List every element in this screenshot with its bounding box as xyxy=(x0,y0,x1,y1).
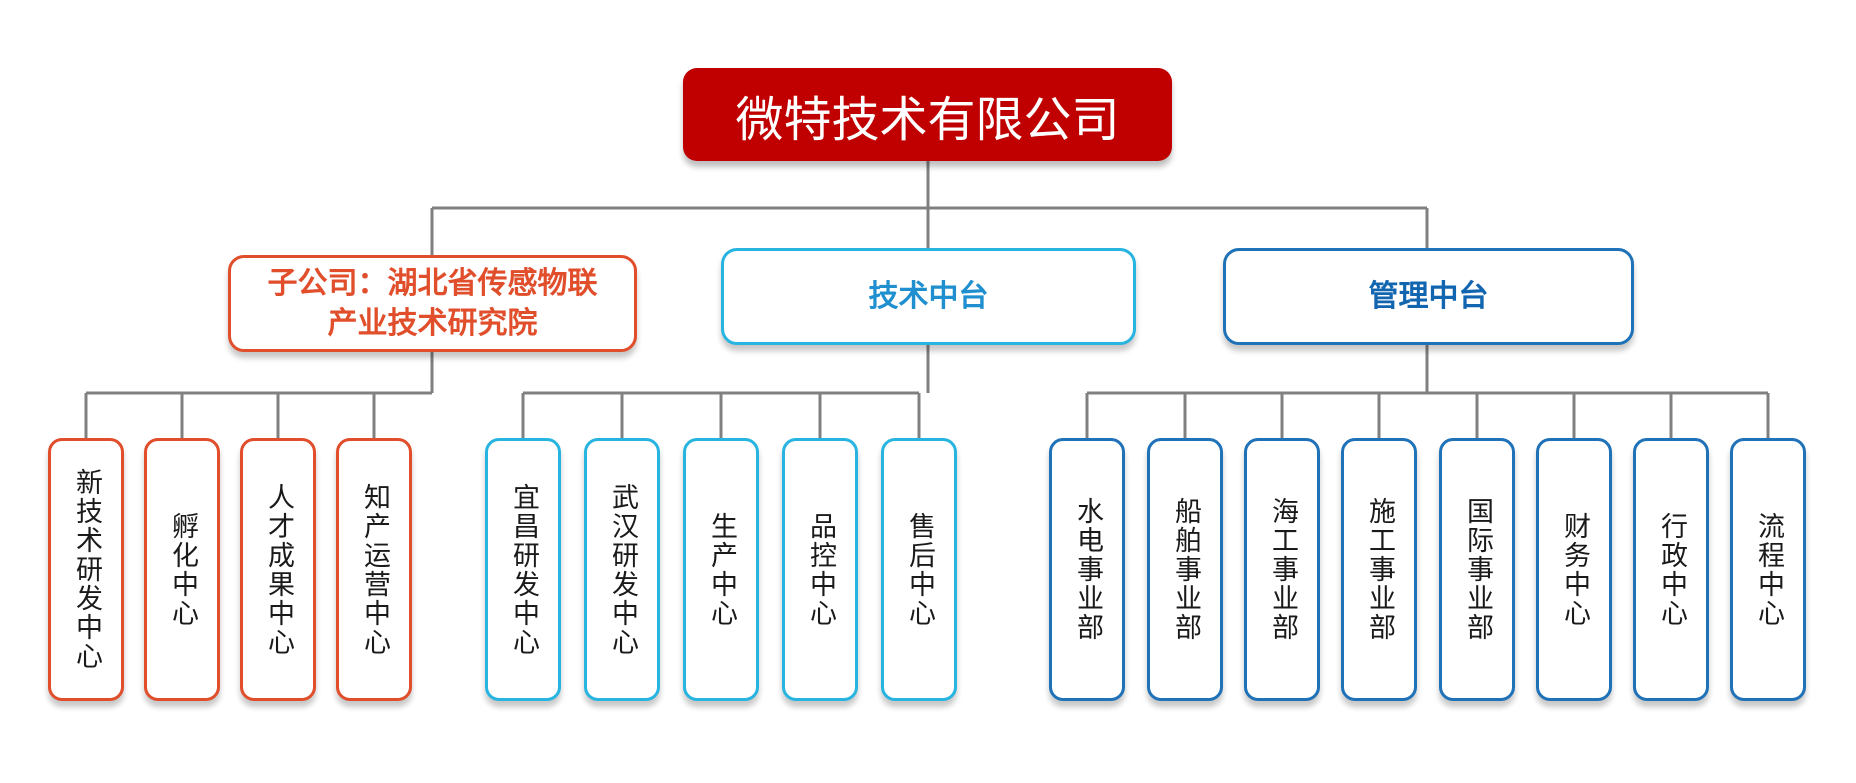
group-node-mgmt-platform: 管理中台 xyxy=(1223,248,1634,345)
unit-label: 人才成果中心 xyxy=(263,482,294,657)
group-label-subsidiary: 子公司：湖北省传感物联 产业技术研究院 xyxy=(267,265,598,341)
unit-label: 施工事业部 xyxy=(1364,497,1395,642)
unit-node: 施工事业部 xyxy=(1341,438,1417,701)
unit-label: 行政中心 xyxy=(1656,511,1687,628)
unit-node: 知产运营中心 xyxy=(336,438,412,701)
unit-label: 售后中心 xyxy=(904,511,935,628)
unit-label: 国际事业部 xyxy=(1462,497,1493,642)
unit-node: 流程中心 xyxy=(1730,438,1806,701)
root-node-company: 微特技术有限公司 xyxy=(683,68,1172,161)
unit-node: 售后中心 xyxy=(881,438,957,701)
unit-node: 孵化中心 xyxy=(144,438,220,701)
unit-node: 船舶事业部 xyxy=(1147,438,1223,701)
unit-label: 新技术研发中心 xyxy=(71,468,102,671)
unit-node: 人才成果中心 xyxy=(240,438,316,701)
unit-node: 行政中心 xyxy=(1633,438,1709,701)
unit-label: 武汉研发中心 xyxy=(607,482,638,657)
unit-label: 知产运营中心 xyxy=(359,482,390,657)
group-node-tech-platform: 技术中台 xyxy=(721,248,1136,345)
unit-node: 品控中心 xyxy=(782,438,858,701)
unit-node: 海工事业部 xyxy=(1244,438,1320,701)
unit-node: 宜昌研发中心 xyxy=(485,438,561,701)
unit-node: 国际事业部 xyxy=(1439,438,1515,701)
unit-label: 孵化中心 xyxy=(167,511,198,628)
group-label-tech-platform: 技术中台 xyxy=(868,278,989,314)
unit-label: 船舶事业部 xyxy=(1170,497,1201,642)
unit-label: 水电事业部 xyxy=(1072,497,1103,642)
unit-node: 生产中心 xyxy=(683,438,759,701)
group-label-mgmt-platform: 管理中台 xyxy=(1368,278,1489,314)
unit-node: 财务中心 xyxy=(1536,438,1612,701)
group-node-subsidiary: 子公司：湖北省传感物联 产业技术研究院 xyxy=(228,255,637,352)
unit-label: 生产中心 xyxy=(706,511,737,628)
unit-node: 武汉研发中心 xyxy=(584,438,660,701)
unit-label: 品控中心 xyxy=(805,511,836,628)
unit-label: 海工事业部 xyxy=(1267,497,1298,642)
root-label: 微特技术有限公司 xyxy=(735,91,1120,148)
unit-node: 水电事业部 xyxy=(1049,438,1125,701)
unit-label: 流程中心 xyxy=(1753,511,1784,628)
unit-label: 宜昌研发中心 xyxy=(508,482,539,657)
unit-node: 新技术研发中心 xyxy=(48,438,124,701)
unit-label: 财务中心 xyxy=(1559,511,1590,628)
